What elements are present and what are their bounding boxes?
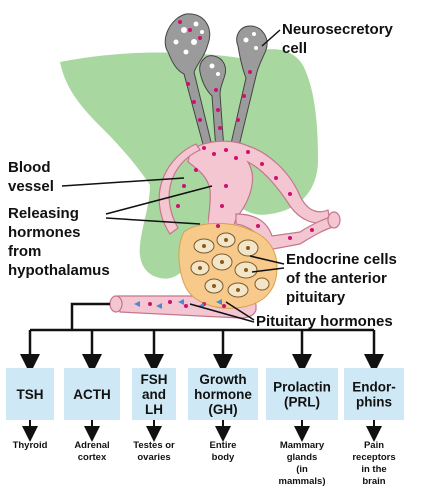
hormone-branch-lines <box>30 302 374 332</box>
label-releasing-hormones: Releasing hormones from hypothalamus <box>8 205 110 279</box>
hormone-box-endor-phins <box>344 368 404 420</box>
hormone-box-fsh-and-lh <box>132 368 176 420</box>
label-neurosecretory-cell: Neurosecretory cell <box>282 21 397 57</box>
hormone-box-growth-hormone-gh <box>188 368 258 420</box>
hormone-box-acth <box>64 368 120 420</box>
label-blood-vessel: Blood vessel <box>8 159 55 195</box>
hormone-name-tsh: TSH <box>17 387 44 402</box>
pointer-releasing-1 <box>105 185 213 215</box>
hormone-box-tsh <box>6 368 54 420</box>
hormone-name-prolactin-prl: Prolactin(PRL) <box>273 380 331 410</box>
branch-arrows <box>20 330 384 442</box>
hormone-name-endor-phins: Endor-phins <box>352 380 396 410</box>
hypothalamus-region <box>60 49 318 279</box>
label-endocrine-cells: Endocrine cells of the anterior pituitar… <box>286 251 401 306</box>
pointer-neurosecretory <box>261 29 281 47</box>
endocrine-cells <box>190 232 270 298</box>
hormone-name-acth: ACTH <box>73 387 111 402</box>
hormone-dots <box>148 20 314 308</box>
hormone-box-prolactin-prl <box>266 368 338 420</box>
pointer-endocrine-2 <box>251 267 285 273</box>
pointer-releasing-2 <box>105 217 201 225</box>
target-tsh: Thyroid <box>13 440 48 451</box>
vessel-end-left <box>109 295 123 313</box>
pointer-pituitary-2 <box>189 303 255 323</box>
pointer-endocrine-1 <box>249 255 285 265</box>
neurosecretory-cell-left <box>164 13 213 149</box>
vessel-end-right <box>327 211 341 229</box>
label-pituitary-hormones: Pituitary hormones <box>256 313 393 330</box>
pointer-blood-vessel <box>61 177 185 187</box>
pointer-pituitary-1 <box>225 301 255 321</box>
